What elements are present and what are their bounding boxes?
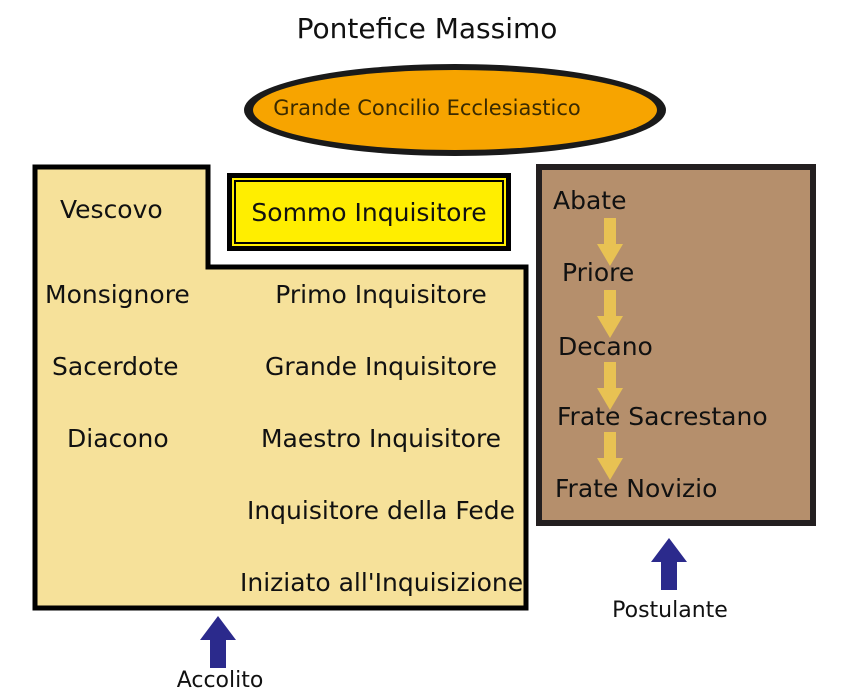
sommo-inquisitore-box: Sommo Inquisitore [227, 173, 511, 251]
diagram-title: Pontefice Massimo [296, 12, 558, 45]
down-arrow-icon [597, 432, 623, 480]
rank-primo-inquisitore: Primo Inquisitore [275, 280, 487, 309]
rank-frate-novizio: Frate Novizio [555, 474, 718, 503]
rank-decano: Decano [558, 332, 653, 361]
council-label: Grande Concilio Ecclesiastico [273, 96, 581, 120]
rank-sacerdote: Sacerdote [52, 352, 179, 381]
council-oval [244, 64, 666, 156]
rank-inquisitore-della-fede: Inquisitore della Fede [246, 496, 516, 525]
episcopal-panel [32, 164, 529, 611]
rank-maestro-inquisitore: Maestro Inquisitore [260, 424, 502, 453]
rank-frate-sacrestano: Frate Sacrestano [557, 402, 768, 431]
down-arrow-icon [597, 362, 623, 410]
rank-abate: Abate [553, 186, 627, 215]
up-arrow-icon [651, 538, 687, 590]
rank-priore: Priore [562, 258, 635, 287]
entry-accolito: Accolito [176, 668, 264, 693]
rank-grande-inquisitore: Grande Inquisitore [264, 352, 498, 381]
rank-iniziato-inquisizione: Iniziato all'Inquisizione [240, 568, 524, 597]
rank-monsignore: Monsignore [45, 280, 190, 309]
sommo-inquisitore-label: Sommo Inquisitore [251, 197, 487, 227]
rank-vescovo: Vescovo [60, 195, 163, 224]
up-arrow-icon [200, 616, 236, 668]
entry-postulante: Postulante [612, 598, 728, 623]
monastic-panel [536, 164, 816, 526]
down-arrow-icon [597, 218, 623, 266]
rank-diacono: Diacono [67, 424, 169, 453]
down-arrow-icon [597, 290, 623, 338]
